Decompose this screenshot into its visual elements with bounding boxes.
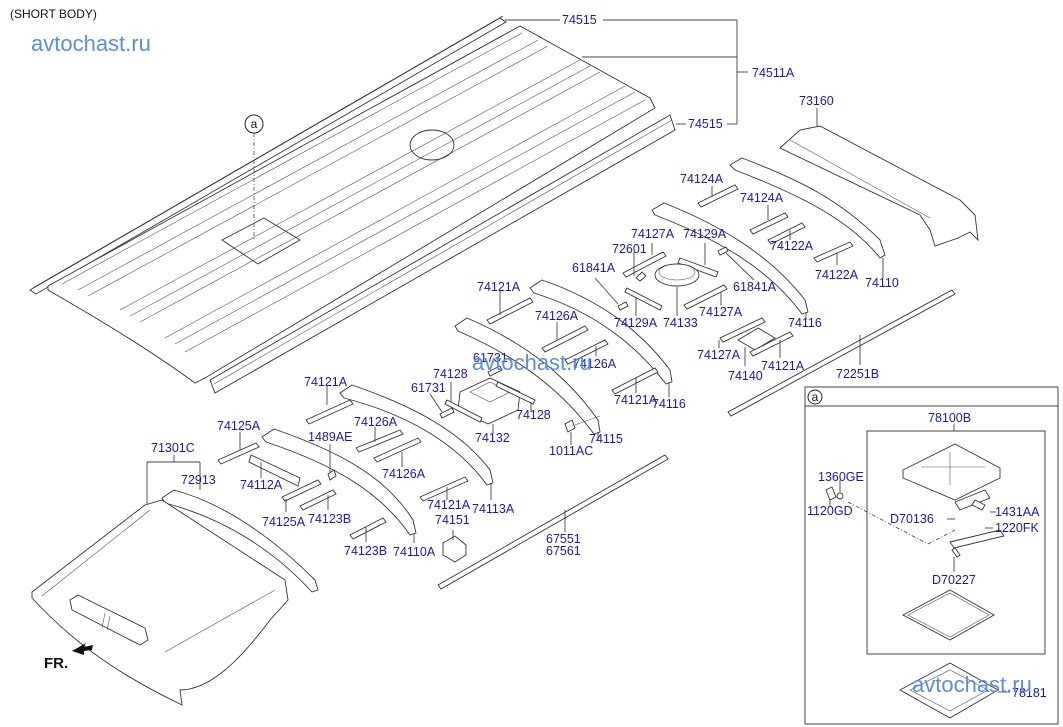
diagram-title: (SHORT BODY)	[10, 7, 97, 21]
front-label: FR.	[44, 655, 68, 672]
label-74122A-2: 74122A	[815, 268, 859, 282]
label-74133: 74133	[663, 316, 698, 330]
callout-a-marker: a	[244, 114, 264, 240]
label-74132: 74132	[475, 431, 510, 445]
label-74140: 74140	[728, 369, 763, 383]
label-1011AC: 1011AC	[549, 444, 593, 458]
label-D70136: D70136	[890, 512, 934, 526]
label-72601: 72601	[612, 242, 647, 256]
label-74128-1: 74128	[433, 367, 468, 381]
label-74125A-1: 74125A	[217, 419, 261, 433]
label-74126A-4: 74126A	[382, 467, 426, 481]
label-74126A-3: 74126A	[354, 415, 398, 429]
label-74127A-2: 74127A	[699, 305, 743, 319]
watermark-middle: avtochast.ru	[472, 350, 592, 375]
label-74515-bottom: 74515	[688, 117, 723, 131]
detail-a-labels: 78100B 1360GE 1120GD D70136 1431AA 1220F…	[807, 411, 1047, 700]
label-74115: 74115	[589, 432, 623, 446]
watermark-detail: avtochast.ru	[912, 672, 1032, 697]
label-72251B: 72251B	[836, 367, 879, 381]
label-78100B: 78100B	[928, 411, 971, 425]
label-74128-2: 74128	[516, 408, 551, 422]
side-rails	[437, 289, 956, 590]
label-74123B-2: 74123B	[344, 544, 387, 558]
label-74121A-5: 74121A	[427, 498, 471, 512]
label-74113A: 74113A	[472, 502, 515, 516]
label-74127A-3: 74127A	[697, 348, 741, 362]
label-74122A-1: 74122A	[770, 239, 814, 253]
label-73160: 73160	[799, 94, 834, 108]
label-61841A-2: 61841A	[733, 280, 777, 294]
watermark-top: avtochast.ru	[31, 31, 151, 56]
label-74126A-2: 74126A	[573, 357, 617, 371]
detail-a-panel: a	[804, 386, 1059, 725]
label-74110: 74110	[865, 276, 899, 290]
label-71301C: 71301C	[151, 441, 195, 455]
label-74125A-2: 74125A	[262, 515, 306, 529]
label-D70227: D70227	[932, 573, 976, 587]
label-74124A-1: 74124A	[680, 172, 724, 186]
label-78181: 78181	[1012, 686, 1047, 700]
label-1120GD: 1120GD	[807, 504, 853, 518]
label-61731-2: 61731	[411, 381, 446, 395]
label-74116-2: 74116	[652, 397, 686, 411]
label-74121A-4: 74121A	[614, 393, 658, 407]
label-61731-1: 61731	[473, 351, 508, 365]
label-1489AE: 1489AE	[308, 430, 352, 444]
leader-lines-roof	[505, 19, 748, 125]
roof-bows	[161, 157, 886, 593]
label-72913: 72913	[181, 473, 216, 487]
label-74116-1: 74116	[788, 316, 822, 330]
label-74121A-3: 74121A	[304, 375, 348, 389]
label-74121A-1: 74121A	[477, 280, 521, 294]
label-74129A-2: 74129A	[614, 316, 658, 330]
front-roof-71301C	[31, 455, 289, 706]
label-74511A: 74511A	[752, 66, 795, 80]
front-arrow-icon	[72, 643, 93, 655]
front-direction-indicator: FR.	[44, 643, 93, 672]
label-74121A-2: 74121A	[761, 359, 805, 373]
roof-panel-74511A	[29, 15, 676, 394]
label-74515-top: 74515	[562, 13, 597, 27]
callout-a-letter: a	[251, 117, 258, 131]
label-74112A: 74112A	[240, 478, 283, 492]
label-1360GE: 1360GE	[818, 470, 864, 484]
label-1431AA: 1431AA	[995, 505, 1040, 519]
label-74110A: 74110A	[393, 545, 436, 559]
label-67551: 67551	[546, 532, 581, 546]
label-67561: 67561	[546, 544, 581, 558]
label-74127A-1: 74127A	[631, 227, 675, 241]
rear-roof-cap-73160	[779, 108, 979, 247]
label-61841A-1: 61841A	[572, 261, 616, 275]
label-74123B-1: 74123B	[308, 512, 351, 526]
label-1220FK: 1220FK	[995, 521, 1039, 535]
label-74126A-1: 74126A	[535, 309, 579, 323]
roof-strips	[217, 184, 854, 563]
part-labels: 74515 74511A 74515 73160 74124A 74124A 7…	[151, 13, 899, 559]
label-74129A-1: 74129A	[683, 227, 727, 241]
detail-a-letter: a	[812, 390, 819, 404]
label-74124A-2: 74124A	[740, 191, 784, 205]
label-74151: 74151	[435, 513, 470, 527]
